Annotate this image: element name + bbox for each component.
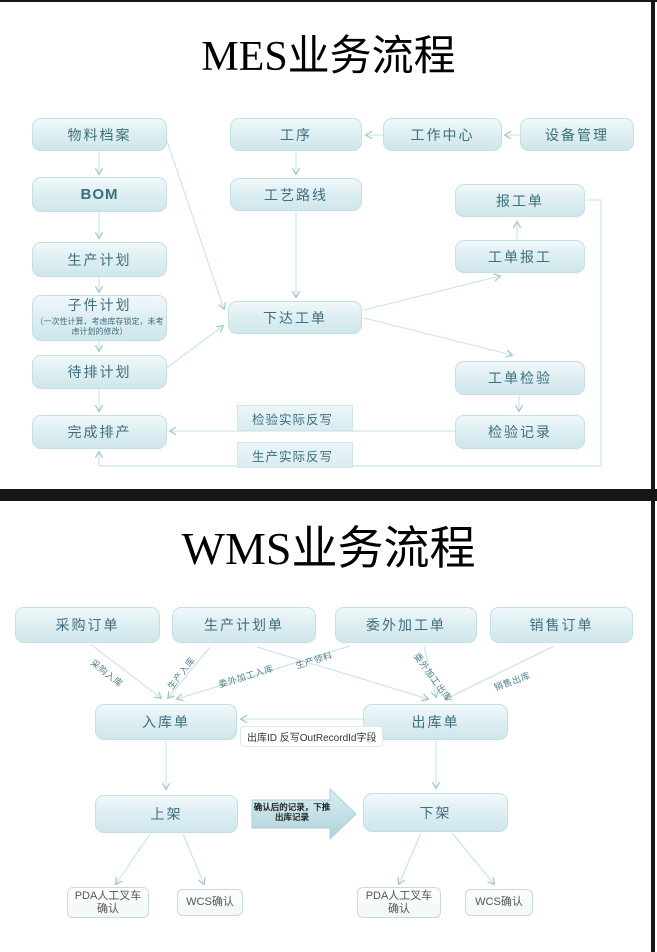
label-inspection-writeback: 检验实际反写	[237, 405, 353, 431]
node-work-report-sheet: 报工单	[455, 184, 585, 217]
node-bom: BOM	[32, 177, 167, 212]
node-subitem-plan: 子件计划 （一次性计算，考虑库存锁定，未考虑计划的修改）	[32, 295, 167, 341]
node-pending-schedule: 待排计划	[32, 355, 167, 389]
wms-title: WMS业务流程	[181, 523, 476, 574]
node-release-work-order: 下达工单	[228, 301, 362, 334]
node-production-plan-order: 生产计划单	[172, 607, 316, 643]
node-putaway: 上架	[95, 795, 238, 833]
node-work-center: 工作中心	[383, 118, 502, 151]
node-wcs-confirm-outbound: WCS确认	[465, 889, 533, 916]
node-outbound-order: 出库单	[363, 704, 508, 740]
node-outsourcing-order: 委外加工单	[335, 607, 477, 643]
node-wcs-confirm-inbound: WCS确认	[177, 889, 243, 916]
mes-title: MES业务流程	[201, 34, 456, 80]
node-purchase-order: 采购订单	[15, 607, 160, 643]
right-border-line	[651, 0, 655, 952]
node-subitem-plan-label: 子件计划	[67, 299, 132, 315]
node-work-order-inspection: 工单检验	[455, 361, 585, 395]
node-inbound-order: 入库单	[95, 704, 237, 740]
node-subitem-plan-note: （一次性计算，考虑库存锁定，未考虑计划的修改）	[35, 316, 164, 336]
label-production-writeback: 生产实际反写	[237, 442, 353, 468]
node-finish-schedule: 完成排产	[32, 415, 167, 449]
section-divider-bar	[0, 489, 657, 501]
node-pda-confirm-outbound: PDA人工叉车确认	[357, 887, 441, 918]
node-inspection-record: 检验记录	[455, 415, 585, 449]
push-arrow-note: 确认后的记录，下推出库记录	[253, 802, 331, 822]
node-sales-order: 销售订单	[490, 607, 633, 643]
node-production-plan: 生产计划	[32, 242, 167, 277]
node-pda-confirm-inbound: PDA人工叉车确认	[67, 887, 149, 918]
node-work-order-report: 工单报工	[455, 240, 585, 273]
node-process: 工序	[230, 118, 362, 151]
node-process-route: 工艺路线	[230, 178, 362, 211]
push-arrow-shape	[251, 787, 357, 841]
node-take-down: 下架	[363, 793, 508, 832]
node-material-archive: 物料档案	[32, 118, 167, 151]
node-equipment-mgmt: 设备管理	[520, 118, 634, 151]
top-border-line	[0, 0, 657, 2]
label-outbound-id-writeback: 出库ID 反写OutRecordId字段	[240, 726, 384, 747]
